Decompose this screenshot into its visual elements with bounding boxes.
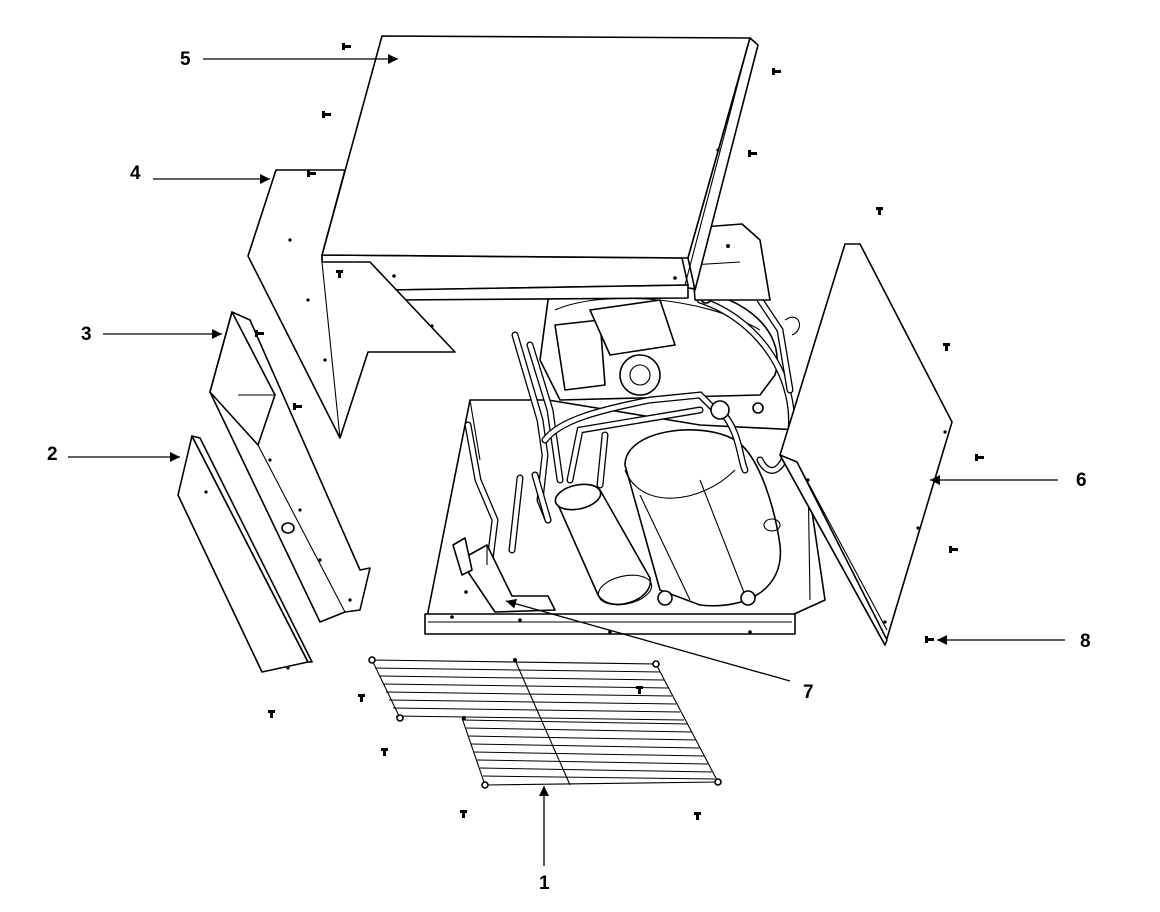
condenser-fan-housing: [539, 283, 778, 401]
callout-label-5: 5: [180, 49, 191, 70]
callout-4: 4: [130, 163, 270, 184]
callout-1: 1: [539, 786, 550, 894]
receiver-tank: [554, 483, 653, 606]
callout-label-8: 8: [1080, 631, 1091, 652]
callout-8: 8: [937, 631, 1091, 652]
callout-7: 7: [505, 598, 814, 703]
top-cover-panel: [321, 35, 759, 301]
bracket: [452, 537, 556, 613]
callout-label-1: 1: [539, 873, 550, 894]
callout-label-6: 6: [1076, 470, 1087, 491]
callout-label-7: 7: [803, 682, 814, 703]
front-lower-panel: [177, 435, 313, 673]
callout-label-4: 4: [130, 163, 141, 184]
grille: [368, 656, 722, 789]
callout-2: 2: [47, 444, 180, 465]
left-side-panel: [247, 169, 456, 439]
right-side-panel: [779, 243, 953, 646]
screws: [255, 43, 984, 820]
callout-6: 6: [930, 470, 1087, 491]
refrigerant-tubing: [464, 236, 800, 564]
callout-label-3: 3: [81, 324, 92, 345]
compressor: [624, 429, 782, 607]
front-channel-panel: [209, 311, 371, 623]
callout-label-2: 2: [47, 444, 58, 465]
callout-3: 3: [81, 324, 222, 345]
callout-5: 5: [180, 49, 398, 70]
